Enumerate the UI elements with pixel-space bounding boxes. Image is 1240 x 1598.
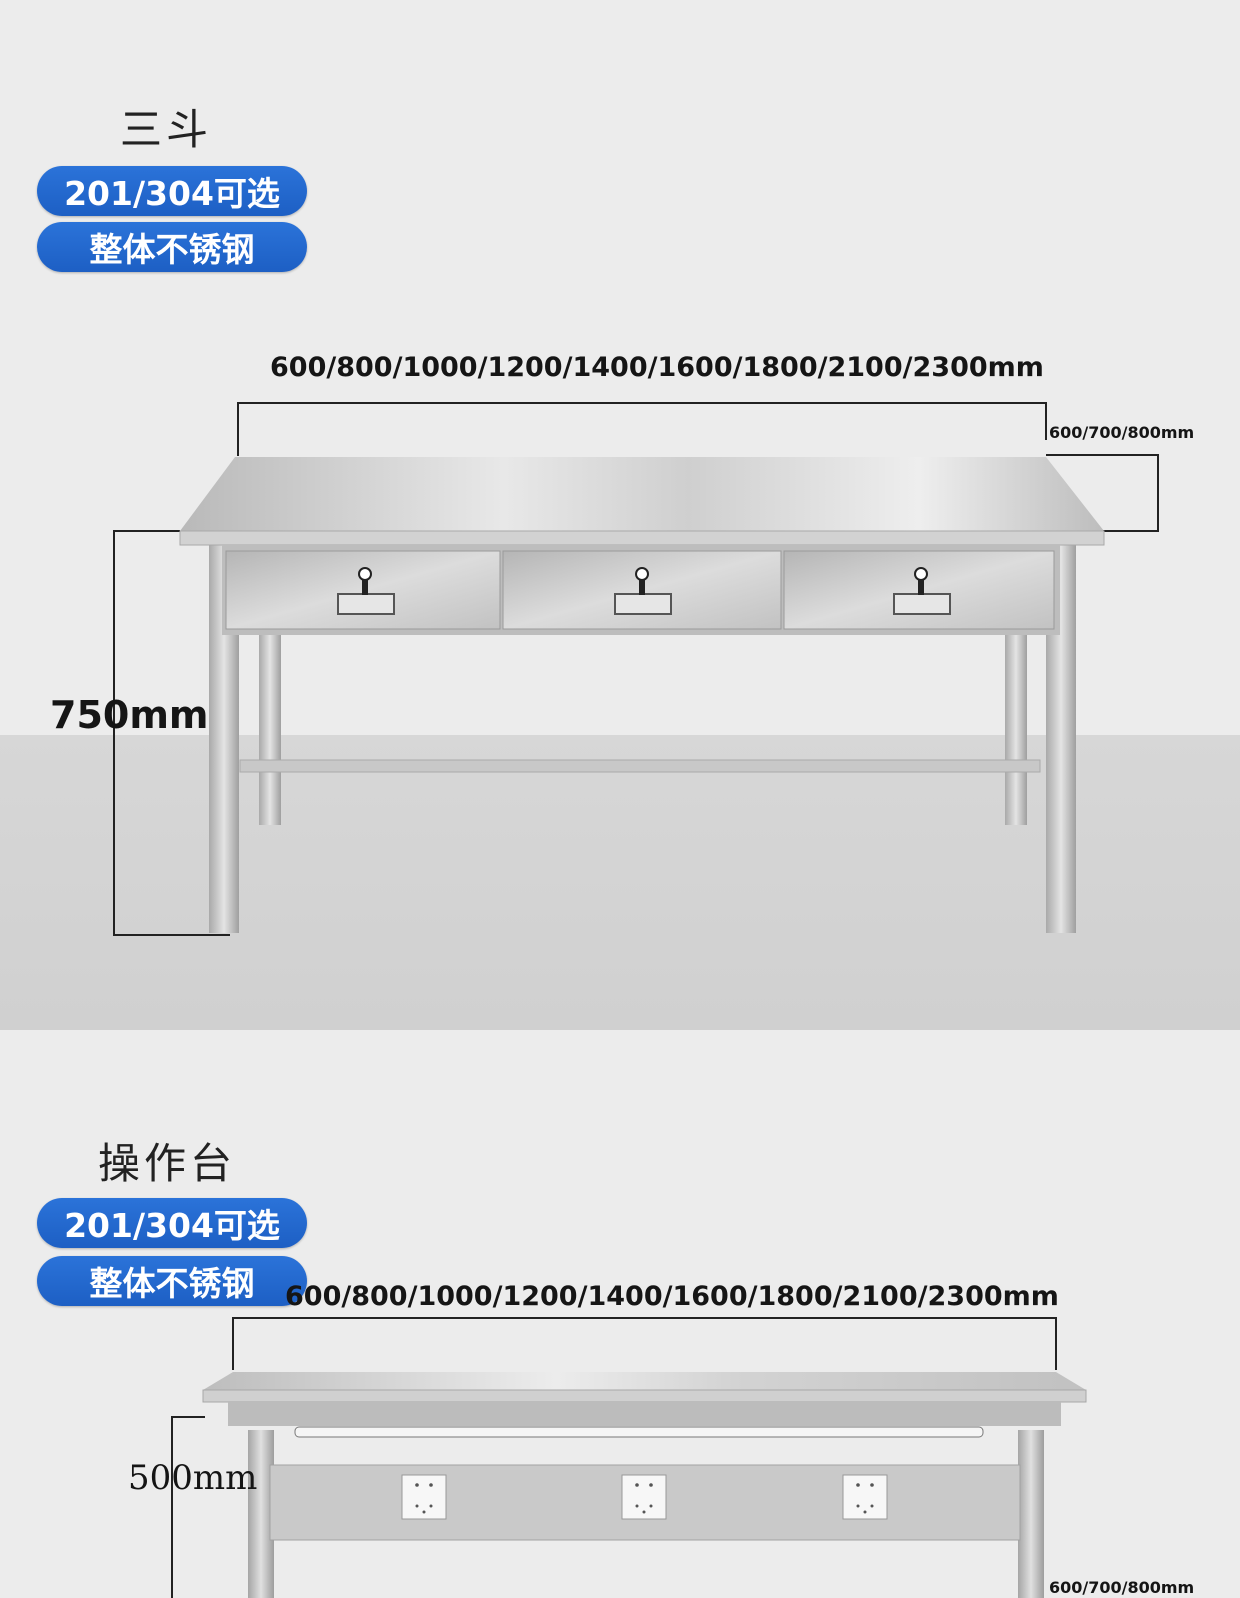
material-badge: 整体不锈钢 bbox=[37, 1256, 307, 1306]
width-dimension-line bbox=[232, 1317, 1057, 1370]
workbench-top-edge bbox=[202, 1389, 1087, 1403]
width-dimension-label: 600/800/1000/1200/1400/1600/1800/2100/23… bbox=[285, 1281, 1059, 1312]
workbench-light-bar bbox=[294, 1426, 984, 1438]
depth-dimension-label: 600/700/800mm bbox=[1049, 423, 1195, 442]
floor-backdrop bbox=[0, 735, 1240, 1030]
power-socket-icon bbox=[842, 1474, 888, 1520]
table-lower-rail bbox=[239, 759, 1041, 773]
material-option-badge: 201/304可选 bbox=[37, 166, 307, 216]
height-dimension-line bbox=[113, 530, 230, 936]
lock-icon bbox=[635, 567, 649, 595]
table-back-right-leg bbox=[1005, 635, 1027, 825]
table-top-edge bbox=[179, 530, 1105, 546]
workbench-apron bbox=[228, 1402, 1061, 1426]
power-socket-icon bbox=[401, 1474, 447, 1520]
table-top-surface bbox=[180, 457, 1104, 531]
height-dimension-label: 750mm bbox=[50, 693, 209, 737]
table-back-left-leg bbox=[259, 635, 281, 825]
workbench-right-leg bbox=[1018, 1430, 1044, 1598]
section-title: 操作台 bbox=[98, 1139, 237, 1188]
lock-icon bbox=[914, 567, 928, 595]
material-badge: 整体不锈钢 bbox=[37, 222, 307, 272]
drawer bbox=[225, 550, 501, 630]
product-section-workbench: 操作台 201/304可选 整体不锈钢 bbox=[0, 1030, 1240, 1598]
height-dimension-line bbox=[171, 1416, 205, 1598]
width-dimension-line bbox=[237, 402, 1047, 456]
workbench-illustration bbox=[171, 1317, 1087, 1598]
workbench-top-surface bbox=[203, 1372, 1086, 1390]
material-option-badge: 201/304可选 bbox=[37, 1198, 307, 1248]
three-drawer-table-illustration bbox=[113, 402, 1159, 936]
section-title: 三斗 bbox=[120, 105, 213, 154]
lock-icon bbox=[358, 567, 372, 595]
product-section-three-drawer: 三斗 201/304可选 整体不锈钢 bbox=[0, 105, 1240, 1030]
power-socket-icon bbox=[621, 1474, 667, 1520]
depth-dimension-line bbox=[1046, 454, 1159, 532]
drawer bbox=[783, 550, 1055, 630]
width-dimension-label: 600/800/1000/1200/1400/1600/1800/2100/23… bbox=[270, 352, 1044, 383]
drawer bbox=[502, 550, 782, 630]
depth-dimension-label: 600/700/800mm bbox=[1049, 1578, 1195, 1597]
height-dimension-label: 500mm bbox=[128, 1458, 258, 1498]
